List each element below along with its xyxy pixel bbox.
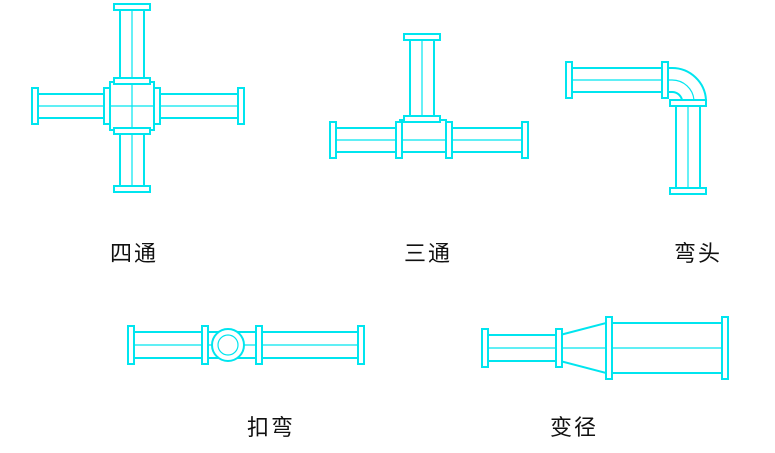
- tee-flange: [395, 121, 403, 159]
- bypass-flange: [255, 325, 263, 365]
- tee-body: [399, 119, 447, 153]
- reducer-flange: [605, 316, 613, 380]
- bypass-flange: [357, 325, 365, 365]
- tee-flange: [521, 121, 529, 159]
- elbow-fitting: [565, 61, 708, 195]
- reducer-fitting: [481, 316, 729, 380]
- tee-flange: [403, 33, 441, 41]
- tee-flange: [445, 121, 453, 159]
- cross-flange: [113, 185, 151, 193]
- elbow-flange: [669, 187, 707, 195]
- cross-label: 四通: [110, 242, 159, 267]
- tee-fitting: [329, 33, 529, 159]
- reducer-flange: [481, 328, 489, 368]
- cross-flange: [31, 87, 39, 125]
- cross-flange: [237, 87, 245, 125]
- cross-flange: [153, 87, 161, 125]
- bypass-bend-label: 扣弯: [247, 416, 296, 441]
- reducer-flange: [721, 316, 729, 380]
- tee-label: 三通: [404, 242, 453, 267]
- bypass-flange: [201, 325, 209, 365]
- cross-flange: [103, 87, 111, 125]
- tee-flange: [403, 115, 441, 123]
- elbow-flange: [661, 61, 669, 99]
- cross-flange: [113, 3, 151, 11]
- cross-flange: [113, 127, 151, 135]
- elbow-flange: [565, 61, 573, 99]
- cross-fitting: [31, 3, 245, 193]
- bypass-bend-loop: [211, 328, 245, 362]
- bypass-bend-fitting: [127, 325, 365, 365]
- elbow-flange: [669, 99, 707, 107]
- reducer-label: 变径: [550, 416, 599, 441]
- elbow-label: 弯头: [674, 242, 723, 267]
- bypass-flange: [127, 325, 135, 365]
- reducer-flange: [555, 328, 563, 368]
- cross-flange: [113, 77, 151, 85]
- tee-flange: [329, 121, 337, 159]
